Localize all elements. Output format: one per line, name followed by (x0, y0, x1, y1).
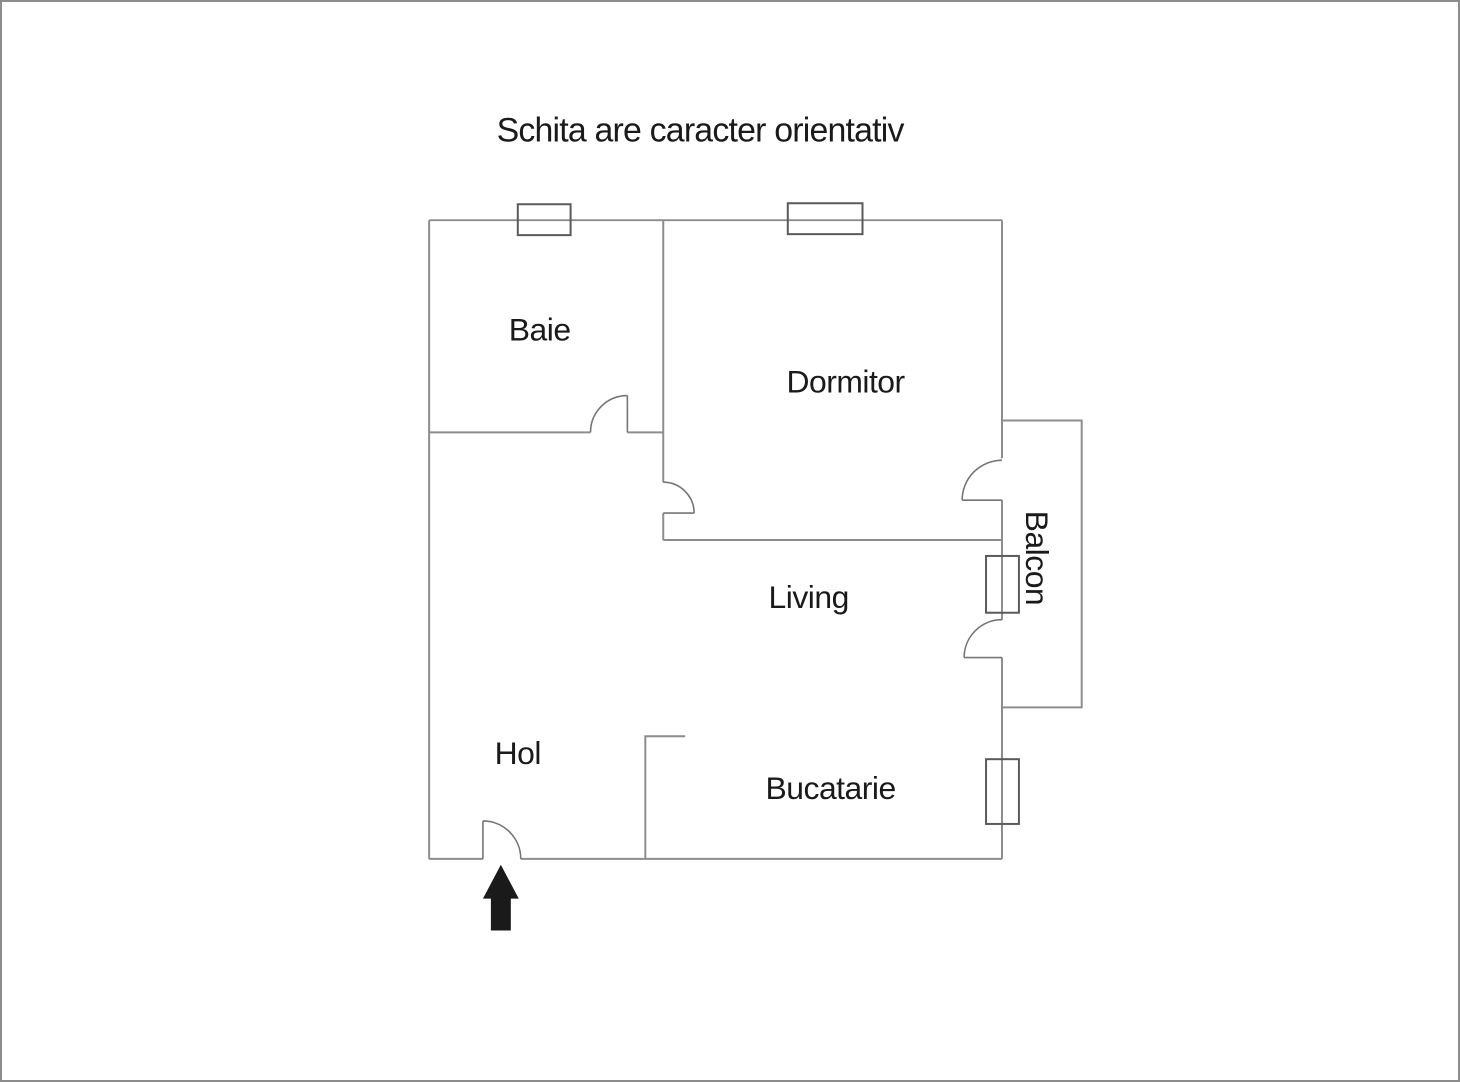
dormitor-door (663, 481, 695, 514)
room-label-baie: Baie (509, 312, 571, 348)
room-label-balcon: Balcon (1019, 511, 1055, 605)
hol-bucatarie-wall (644, 735, 686, 859)
windows (516, 202, 1020, 825)
living-window (985, 554, 1020, 614)
balcony-outline (1001, 419, 1083, 709)
doors (482, 394, 1002, 859)
room-label-dormitor: Dormitor (786, 364, 905, 400)
interior-walls (429, 220, 1083, 859)
bucatarie-window (985, 758, 1020, 825)
room-label-living: Living (769, 579, 849, 615)
living-balcon-door (963, 618, 1002, 659)
baie-window (516, 203, 572, 237)
dormitor-window (786, 202, 864, 236)
entrance-arrow-icon (482, 864, 519, 931)
outer-walls (428, 219, 1003, 860)
room-labels: Baie Dormitor Living Hol Bucatarie Balco… (495, 312, 1055, 806)
room-label-bucatarie: Bucatarie (766, 770, 896, 806)
dormitor-balcon-door (961, 459, 1002, 501)
baie-door (589, 394, 629, 433)
room-label-hol: Hol (495, 735, 541, 771)
entrance-door (482, 820, 522, 859)
page-title: Schita are caracter orientativ (497, 111, 905, 149)
